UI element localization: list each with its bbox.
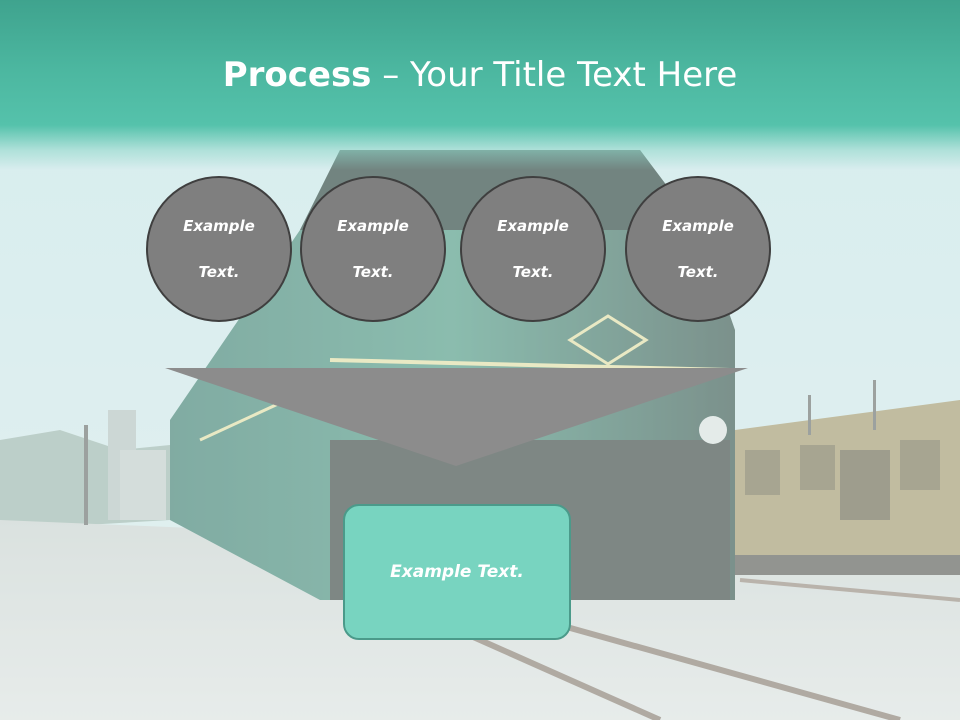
circle-4-line-1: Example — [662, 216, 734, 235]
circle-1-line-1: Example — [183, 216, 255, 235]
result-text: Example Text. — [390, 562, 524, 582]
circle-3-line-2: Text. — [512, 262, 554, 281]
circle-3-line-1: Example — [497, 216, 569, 235]
result-box[interactable]: Example Text. — [343, 504, 571, 640]
title-band — [0, 0, 960, 170]
circle-1-line-2: Text. — [198, 262, 240, 281]
title-rest: – Your Title Text Here — [371, 55, 738, 95]
funnel-arrow — [165, 368, 748, 466]
slide-title: Process – Your Title Text Here — [0, 52, 960, 98]
circle-2-line-2: Text. — [352, 262, 394, 281]
circle-4-line-2: Text. — [677, 262, 719, 281]
title-bold: Process — [222, 55, 372, 95]
circle-2-line-1: Example — [337, 216, 409, 235]
